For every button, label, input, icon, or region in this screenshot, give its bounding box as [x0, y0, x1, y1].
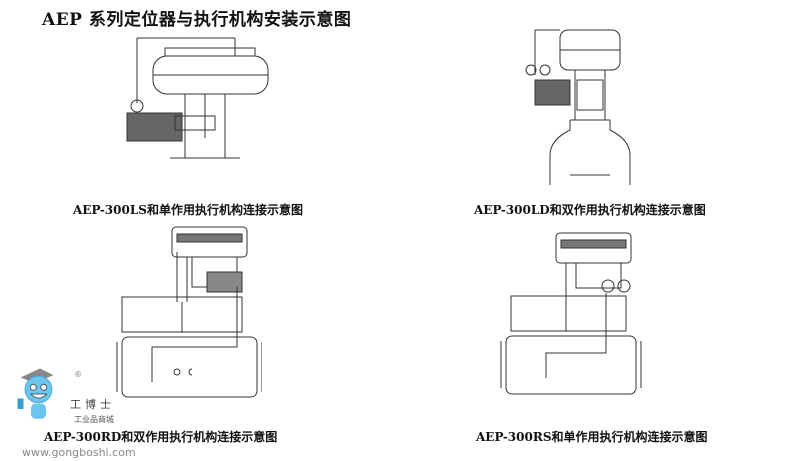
diagram-aep-300ld: [525, 29, 631, 185]
watermark-subtitle: 工业品商城: [74, 415, 114, 424]
diagram-aep-300ls: [126, 37, 269, 159]
watermark-url: www.gongboshi.com: [22, 446, 136, 459]
diagram-aep-300rs: [500, 232, 642, 395]
caption-aep-300rs: AEP-300RS和单作用执行机构连接示意图: [476, 430, 708, 444]
caption-aep-300ld: AEP-300LD和双作用执行机构连接示意图: [474, 203, 706, 217]
mascot-logo: [17, 368, 54, 419]
registered-mark: ®: [74, 370, 82, 379]
page-title: AEP 系列定位器与执行机构安装示意图: [42, 10, 352, 30]
diagram-aep-300rd: [116, 226, 262, 398]
caption-aep-300rd: AEP-300RD和双作用执行机构连接示意图: [44, 430, 278, 444]
caption-aep-300ls: AEP-300LS和单作用执行机构连接示意图: [73, 203, 303, 217]
watermark-brand: 工博士: [70, 398, 115, 411]
